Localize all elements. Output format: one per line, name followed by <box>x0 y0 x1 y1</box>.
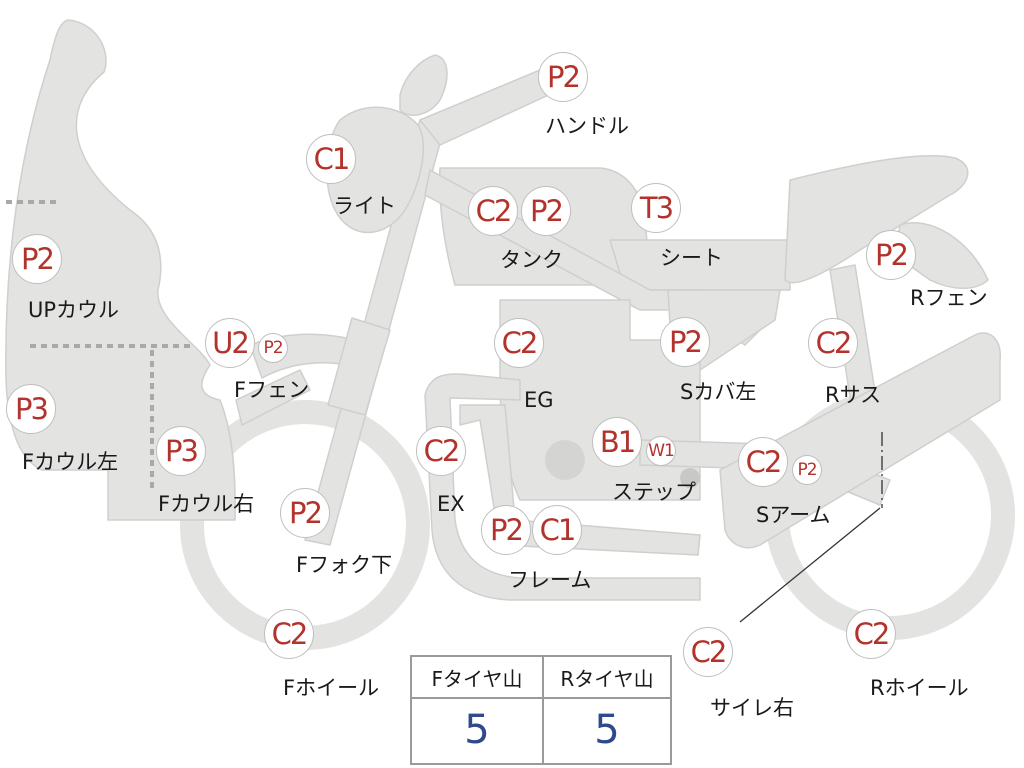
handle-code-badge[interactable]: P2 <box>538 52 588 102</box>
frame-lower-shape[interactable] <box>424 373 701 601</box>
r-fender-label: Rフェン <box>910 286 988 310</box>
front-fender-lower-shape[interactable] <box>235 369 311 426</box>
f-cowl-left-label: Fカウル左 <box>22 450 119 474</box>
tail-cowl-shape[interactable] <box>784 155 969 284</box>
mirror-shape[interactable] <box>399 54 448 116</box>
handle-label: ハンドル <box>545 114 629 138</box>
front-tire-header: Fタイヤ山 <box>431 666 523 691</box>
fork-upper-shape[interactable] <box>327 317 391 416</box>
frame-code-badge-2[interactable]: C1 <box>532 505 582 555</box>
frame-code-badge-1[interactable]: P2 <box>481 505 531 555</box>
step-code-badge[interactable]: B1 <box>592 417 642 467</box>
f-fender-code-badge[interactable]: U2 <box>205 318 255 368</box>
silencer-shape[interactable] <box>719 332 1001 549</box>
f-cowl-right-label: Fカウル右 <box>158 492 255 516</box>
tank-label: タンク <box>500 248 563 272</box>
headlight-shape[interactable] <box>326 106 425 234</box>
light-code-badge[interactable]: C1 <box>306 134 356 184</box>
r-wheel-label: Rホイール <box>870 676 969 700</box>
table-divider <box>412 697 670 699</box>
engine-cover-shape <box>545 440 585 480</box>
seat-label: シート <box>660 246 723 270</box>
s-cover-left-code-badge[interactable]: P2 <box>660 317 710 367</box>
f-fender-sub-code-badge[interactable]: P2 <box>258 333 288 363</box>
silencer-right-code-badge[interactable]: C2 <box>683 627 733 677</box>
swing-arm-code-badge[interactable]: C2 <box>738 437 788 487</box>
tank-code-badge-2[interactable]: P2 <box>521 186 571 236</box>
exhaust-pipe-shape[interactable] <box>459 404 701 556</box>
r-wheel-code-badge[interactable]: C2 <box>846 609 896 659</box>
f-wheel-label: Fホイール <box>283 676 380 700</box>
step-label: ステップ <box>612 480 696 504</box>
r-suspension-label: Rサス <box>825 383 882 407</box>
light-label: ライト <box>333 194 396 218</box>
f-fender-label: Fフェン <box>234 378 310 402</box>
silencer-right-label: サイレ右 <box>710 696 794 720</box>
swing-arm-label: Sアーム <box>756 503 831 527</box>
tire-tread-table: Fタイヤ山 Rタイヤ山 5 5 <box>410 655 672 765</box>
front-tire-value[interactable]: 5 <box>464 707 490 753</box>
f-wheel-code-badge[interactable]: C2 <box>264 609 314 659</box>
seat-code-badge[interactable]: T3 <box>631 183 681 233</box>
f-fork-lower-code-badge[interactable]: P2 <box>280 488 330 538</box>
step-peg-shape <box>680 468 700 488</box>
silencer-leader-line <box>739 507 881 623</box>
up-cowl-label: UPカウル <box>28 298 120 322</box>
swing-arm-sub-code-badge[interactable]: P2 <box>792 455 822 485</box>
f-cowl-right-code-badge[interactable]: P3 <box>156 426 206 476</box>
engine-code-badge[interactable]: C2 <box>494 318 544 368</box>
r-fender-code-badge[interactable]: P2 <box>866 230 916 280</box>
rear-tire-header: Rタイヤ山 <box>542 657 670 697</box>
step-sub-code-badge[interactable]: W1 <box>646 436 676 466</box>
f-cowl-left-code-badge[interactable]: P3 <box>6 384 56 434</box>
s-cover-left-label: Sカバ左 <box>680 380 757 404</box>
engine-label: EG <box>524 388 554 412</box>
tank-code-badge-1[interactable]: C2 <box>468 186 518 236</box>
exhaust-label: EX <box>437 492 465 516</box>
up-cowl-code-badge[interactable]: P2 <box>12 234 62 284</box>
rear-fender-shape[interactable] <box>894 222 989 289</box>
exhaust-code-badge[interactable]: C2 <box>416 426 466 476</box>
rear-tire-value[interactable]: 5 <box>542 697 670 763</box>
r-suspension-code-badge[interactable]: C2 <box>808 318 858 368</box>
frame-label: フレーム <box>508 568 592 592</box>
f-fork-lower-label: Fフォク下 <box>296 553 393 577</box>
cowl-shape[interactable] <box>5 19 236 521</box>
